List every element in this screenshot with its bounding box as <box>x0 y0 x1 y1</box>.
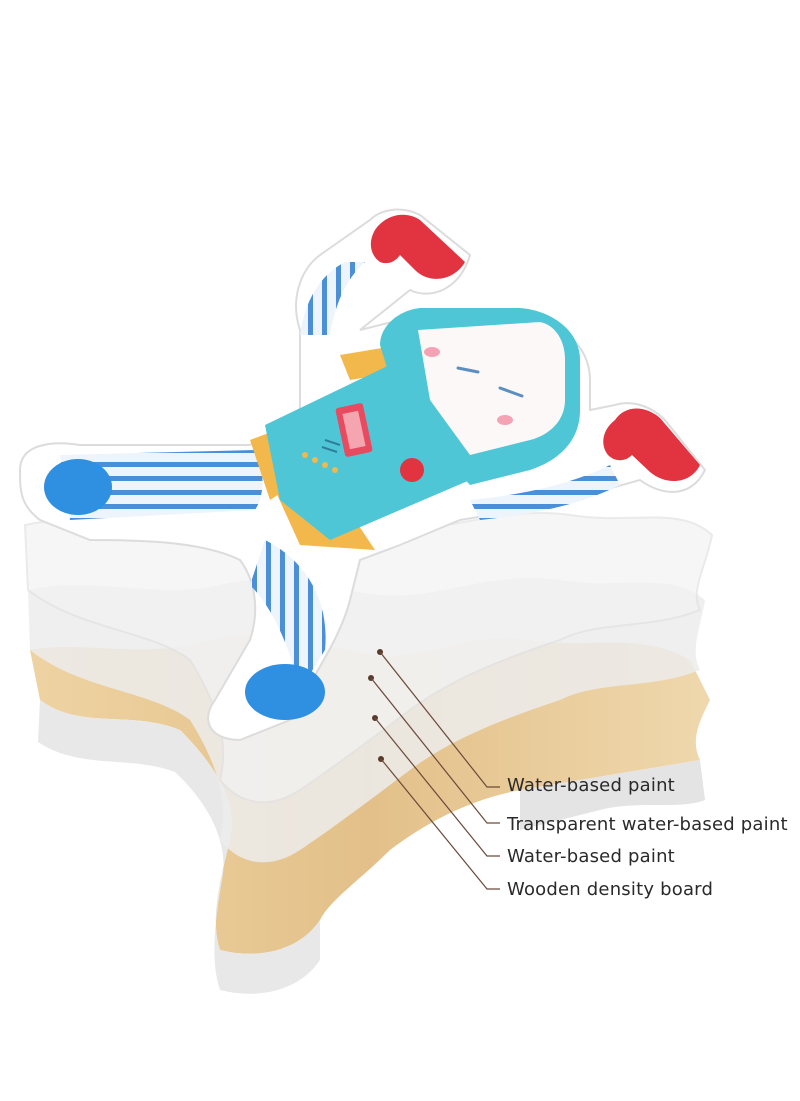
foot-left <box>44 459 112 515</box>
layer-label-wooden-board: Wooden density board <box>507 879 714 900</box>
claw-left <box>370 214 465 279</box>
layer-label-water-based-paint-top: Water-based paint <box>507 775 675 796</box>
foot-lower <box>245 664 325 720</box>
torso-button <box>400 458 424 482</box>
layer-label-water-based-paint-bottom: Water-based paint <box>507 846 675 867</box>
layer-label-transparent-paint: Transparent water-based paint <box>507 814 788 835</box>
robot-piece <box>18 208 707 742</box>
claw-right <box>603 408 700 482</box>
leader-lines <box>368 649 500 890</box>
